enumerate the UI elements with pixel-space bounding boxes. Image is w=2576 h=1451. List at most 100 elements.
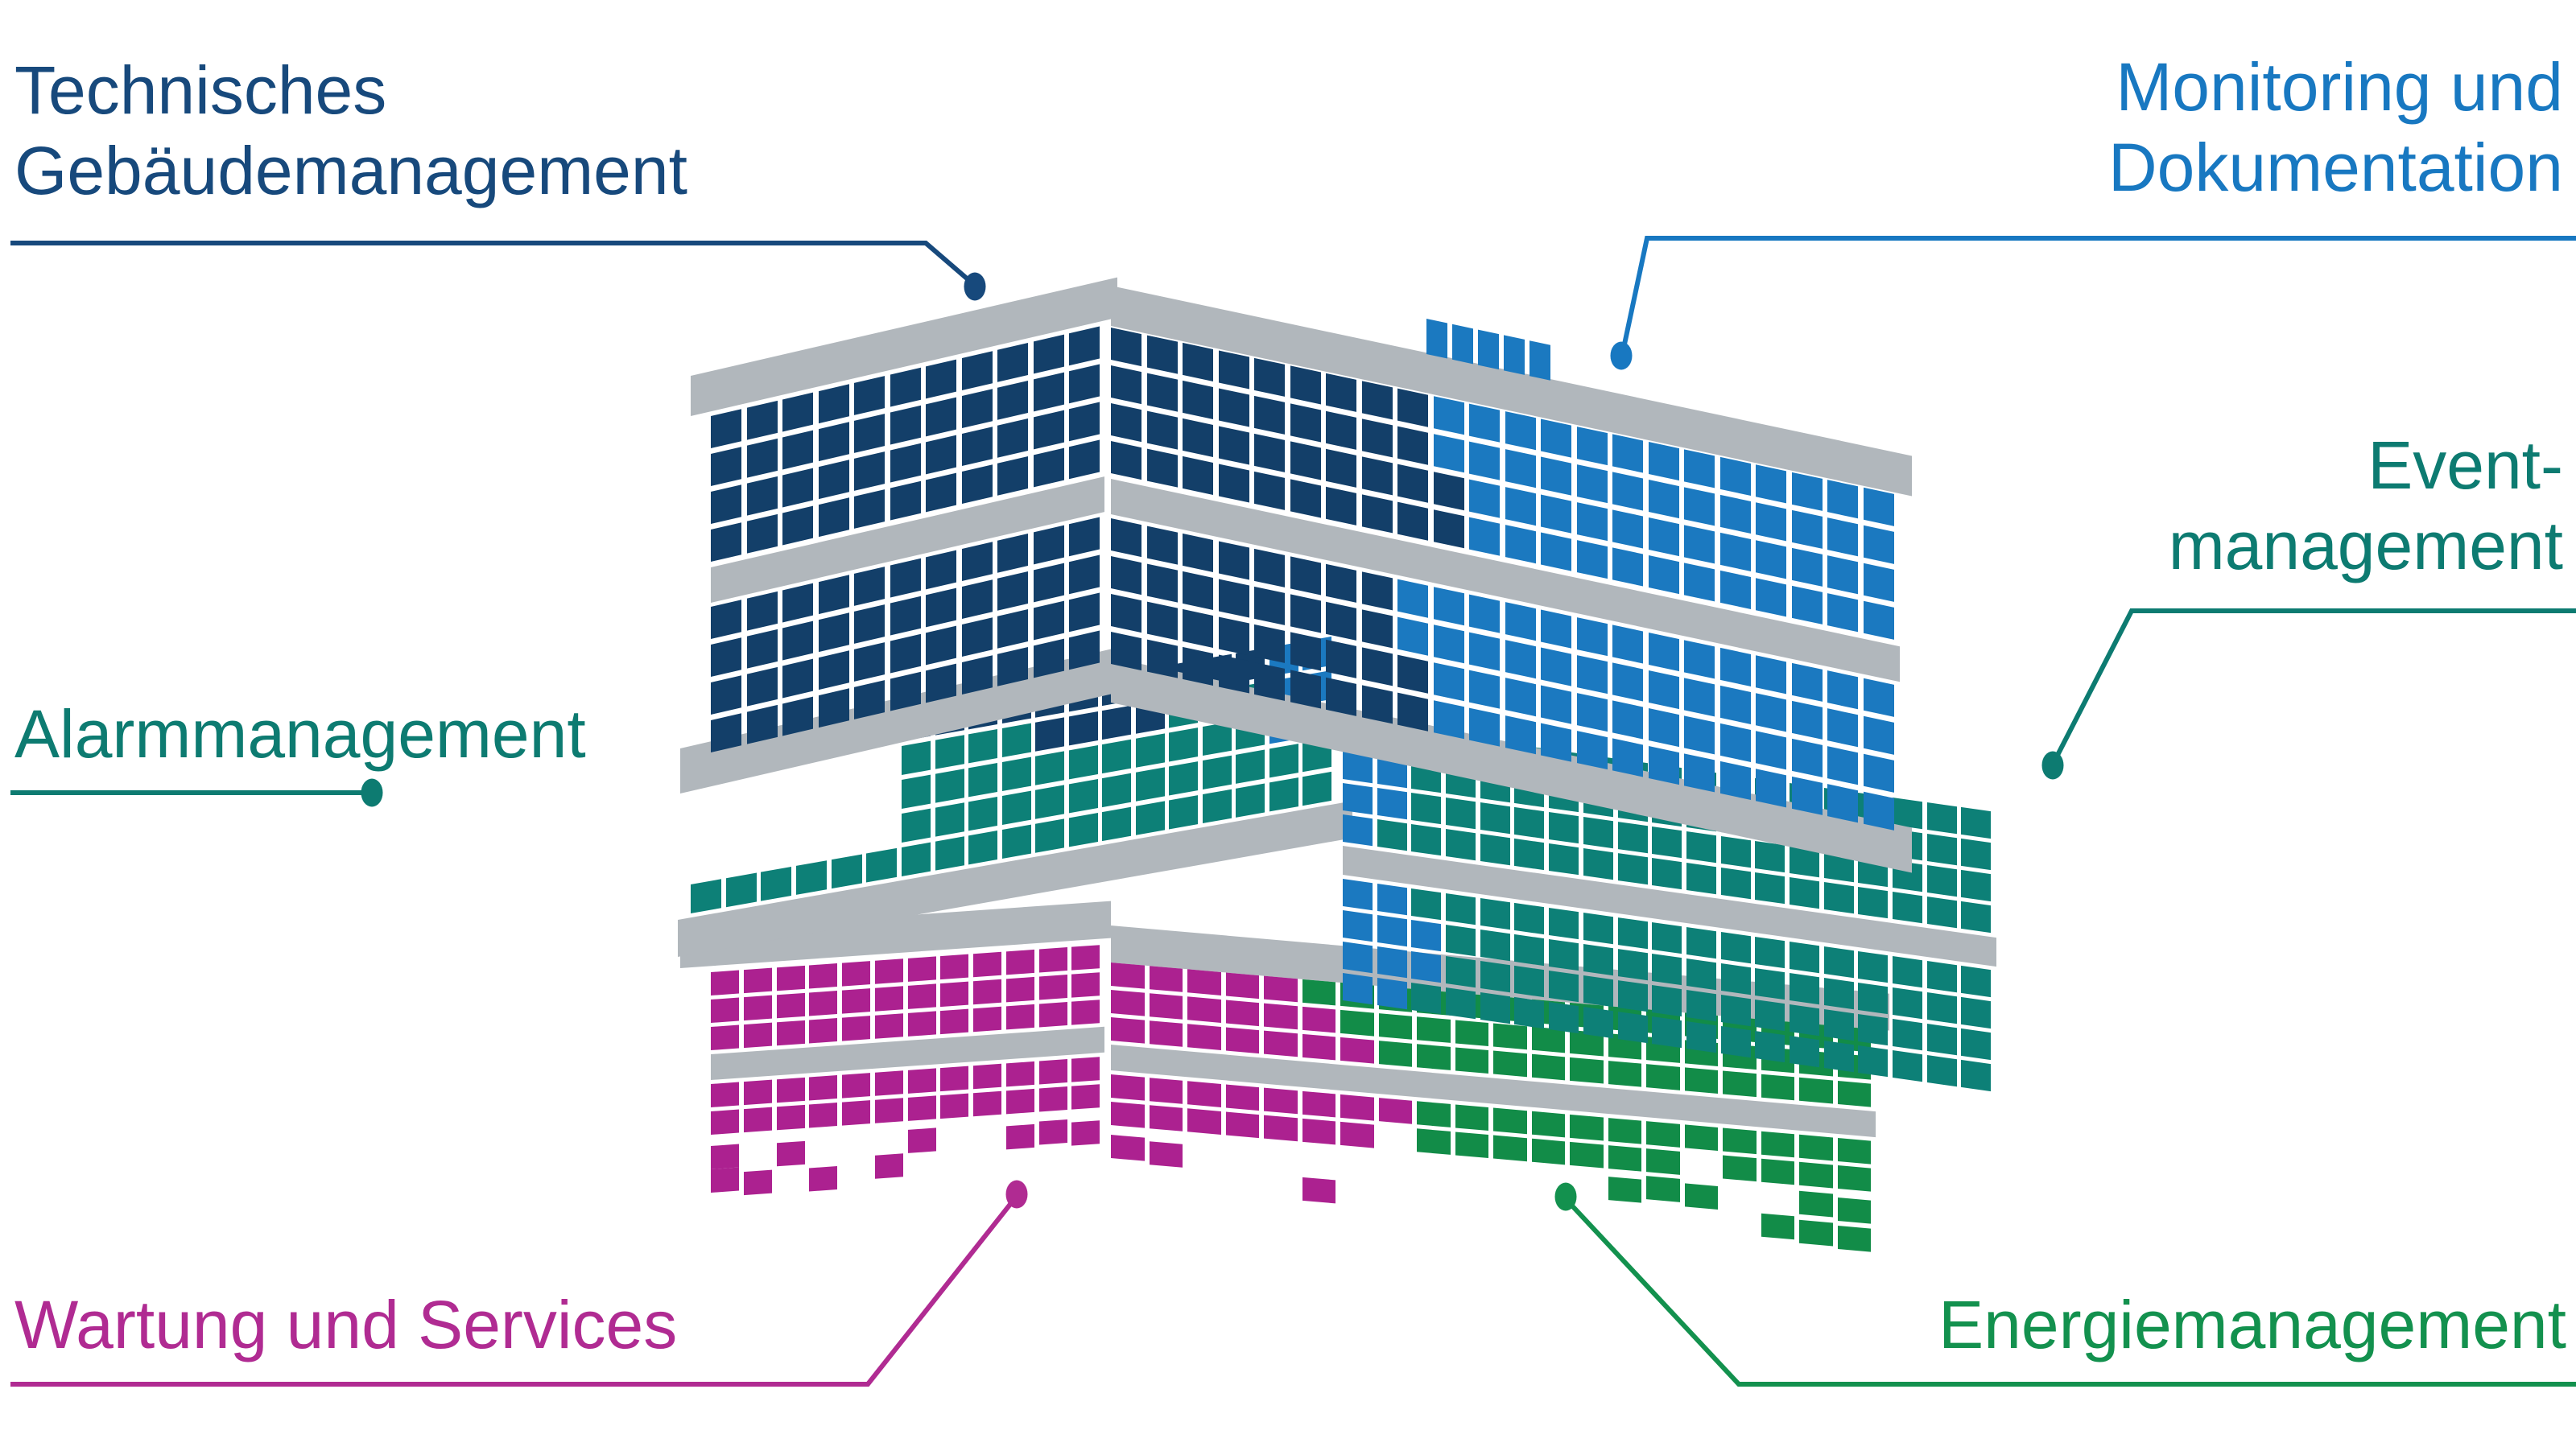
window-tile bbox=[776, 1020, 805, 1046]
window-tile bbox=[1361, 647, 1393, 686]
window-tile bbox=[1361, 456, 1393, 496]
window-tile bbox=[874, 1153, 903, 1179]
window-tile bbox=[1218, 654, 1249, 694]
window-tile bbox=[1541, 723, 1571, 762]
window-tile bbox=[1455, 1104, 1488, 1132]
window-tile bbox=[1411, 950, 1442, 983]
window-tile bbox=[1326, 639, 1356, 678]
window-tile bbox=[1684, 1183, 1718, 1210]
window-tile bbox=[1961, 901, 1992, 934]
window-tile bbox=[1069, 364, 1100, 404]
window-tile bbox=[1446, 892, 1476, 925]
window-tile bbox=[1755, 999, 1785, 1032]
window-gap bbox=[1187, 1163, 1221, 1189]
window-tile bbox=[1514, 934, 1545, 967]
window-gap bbox=[973, 1119, 1001, 1144]
window-tile bbox=[1755, 967, 1785, 1000]
window-tile bbox=[1583, 975, 1613, 1008]
window-tile bbox=[1225, 1084, 1259, 1111]
window-tile bbox=[902, 740, 931, 775]
window-tile bbox=[1254, 395, 1285, 435]
window-tile bbox=[1755, 936, 1785, 969]
window-tile bbox=[1326, 410, 1356, 450]
window-tile bbox=[1827, 708, 1858, 748]
window-tile bbox=[1791, 776, 1823, 815]
window-tile bbox=[1926, 1054, 1957, 1087]
window-gap bbox=[1379, 1180, 1413, 1206]
window-tile bbox=[782, 658, 813, 699]
window-tile bbox=[1648, 670, 1679, 709]
window-tile bbox=[782, 696, 813, 736]
window-tile bbox=[1183, 533, 1213, 572]
window-tile bbox=[1111, 328, 1141, 367]
window-tile bbox=[1827, 784, 1858, 823]
label-line: management bbox=[2168, 508, 2563, 583]
window-tile bbox=[1684, 525, 1715, 564]
window-tile bbox=[1469, 441, 1500, 480]
window-tile bbox=[1789, 972, 1819, 1005]
window-tile bbox=[1799, 1077, 1833, 1104]
window-tile bbox=[818, 575, 849, 615]
window-tile bbox=[997, 456, 1028, 496]
window-tile bbox=[1340, 1121, 1374, 1148]
window-tile bbox=[1863, 525, 1894, 564]
window-tile bbox=[1302, 1090, 1335, 1118]
window-tile bbox=[1863, 600, 1894, 640]
window-tile bbox=[935, 802, 964, 837]
window-tile bbox=[973, 1090, 1001, 1117]
window-tile bbox=[818, 384, 849, 424]
window-tile bbox=[776, 1140, 805, 1167]
window-tile bbox=[1480, 802, 1510, 835]
window-gap bbox=[1608, 1200, 1642, 1226]
window-tile bbox=[818, 650, 849, 690]
window-tile bbox=[1340, 1037, 1374, 1064]
window-tile bbox=[818, 612, 849, 653]
label-energiemanagement: Energiemanagement bbox=[1938, 1284, 2566, 1365]
window-tile bbox=[746, 704, 778, 744]
window-tile bbox=[1038, 1086, 1067, 1112]
window-tile bbox=[1417, 1016, 1451, 1043]
window-tile bbox=[1684, 640, 1715, 679]
window-tile bbox=[1254, 624, 1285, 663]
window-tile bbox=[1218, 350, 1249, 390]
window-tile bbox=[1254, 433, 1285, 472]
window-tile bbox=[1617, 821, 1648, 854]
window-tile bbox=[1961, 806, 1992, 839]
window-tile bbox=[1827, 746, 1858, 785]
window-tile bbox=[1514, 965, 1545, 998]
window-tile bbox=[711, 1144, 739, 1169]
window-tile bbox=[890, 671, 921, 711]
window-tile bbox=[854, 680, 885, 719]
window-gap bbox=[908, 1150, 936, 1175]
window-gap bbox=[1264, 1170, 1298, 1197]
window-gap bbox=[1226, 1166, 1260, 1193]
window-tile bbox=[1225, 1027, 1259, 1054]
window-tile bbox=[1397, 579, 1428, 618]
window-tile bbox=[1269, 744, 1298, 778]
window-tile bbox=[1837, 1165, 1871, 1192]
window-gap bbox=[1532, 1193, 1566, 1220]
window-tile bbox=[973, 1006, 1001, 1033]
window-tile bbox=[746, 438, 778, 478]
label-line: Technisches bbox=[14, 52, 387, 128]
window-tile bbox=[1827, 555, 1858, 595]
window-tile bbox=[1583, 847, 1613, 880]
window-tile bbox=[907, 1068, 936, 1094]
window-tile bbox=[1264, 1030, 1298, 1057]
window-tile bbox=[1433, 587, 1464, 626]
window-tile bbox=[818, 688, 849, 728]
window-tile bbox=[1033, 600, 1064, 641]
window-tile bbox=[1858, 1013, 1889, 1046]
window-tile bbox=[1411, 888, 1442, 921]
window-tile bbox=[1469, 479, 1500, 518]
window-tile bbox=[1001, 756, 1031, 792]
window-tile bbox=[1648, 707, 1679, 747]
window-tile bbox=[890, 480, 921, 521]
window-tile bbox=[1837, 1137, 1871, 1165]
window-tile bbox=[1225, 1000, 1259, 1027]
window-tile bbox=[1789, 1004, 1819, 1037]
window-gap bbox=[1379, 1125, 1413, 1152]
window-tile bbox=[711, 997, 739, 1023]
window-tile bbox=[1187, 996, 1221, 1023]
window-tile bbox=[1761, 1158, 1794, 1185]
